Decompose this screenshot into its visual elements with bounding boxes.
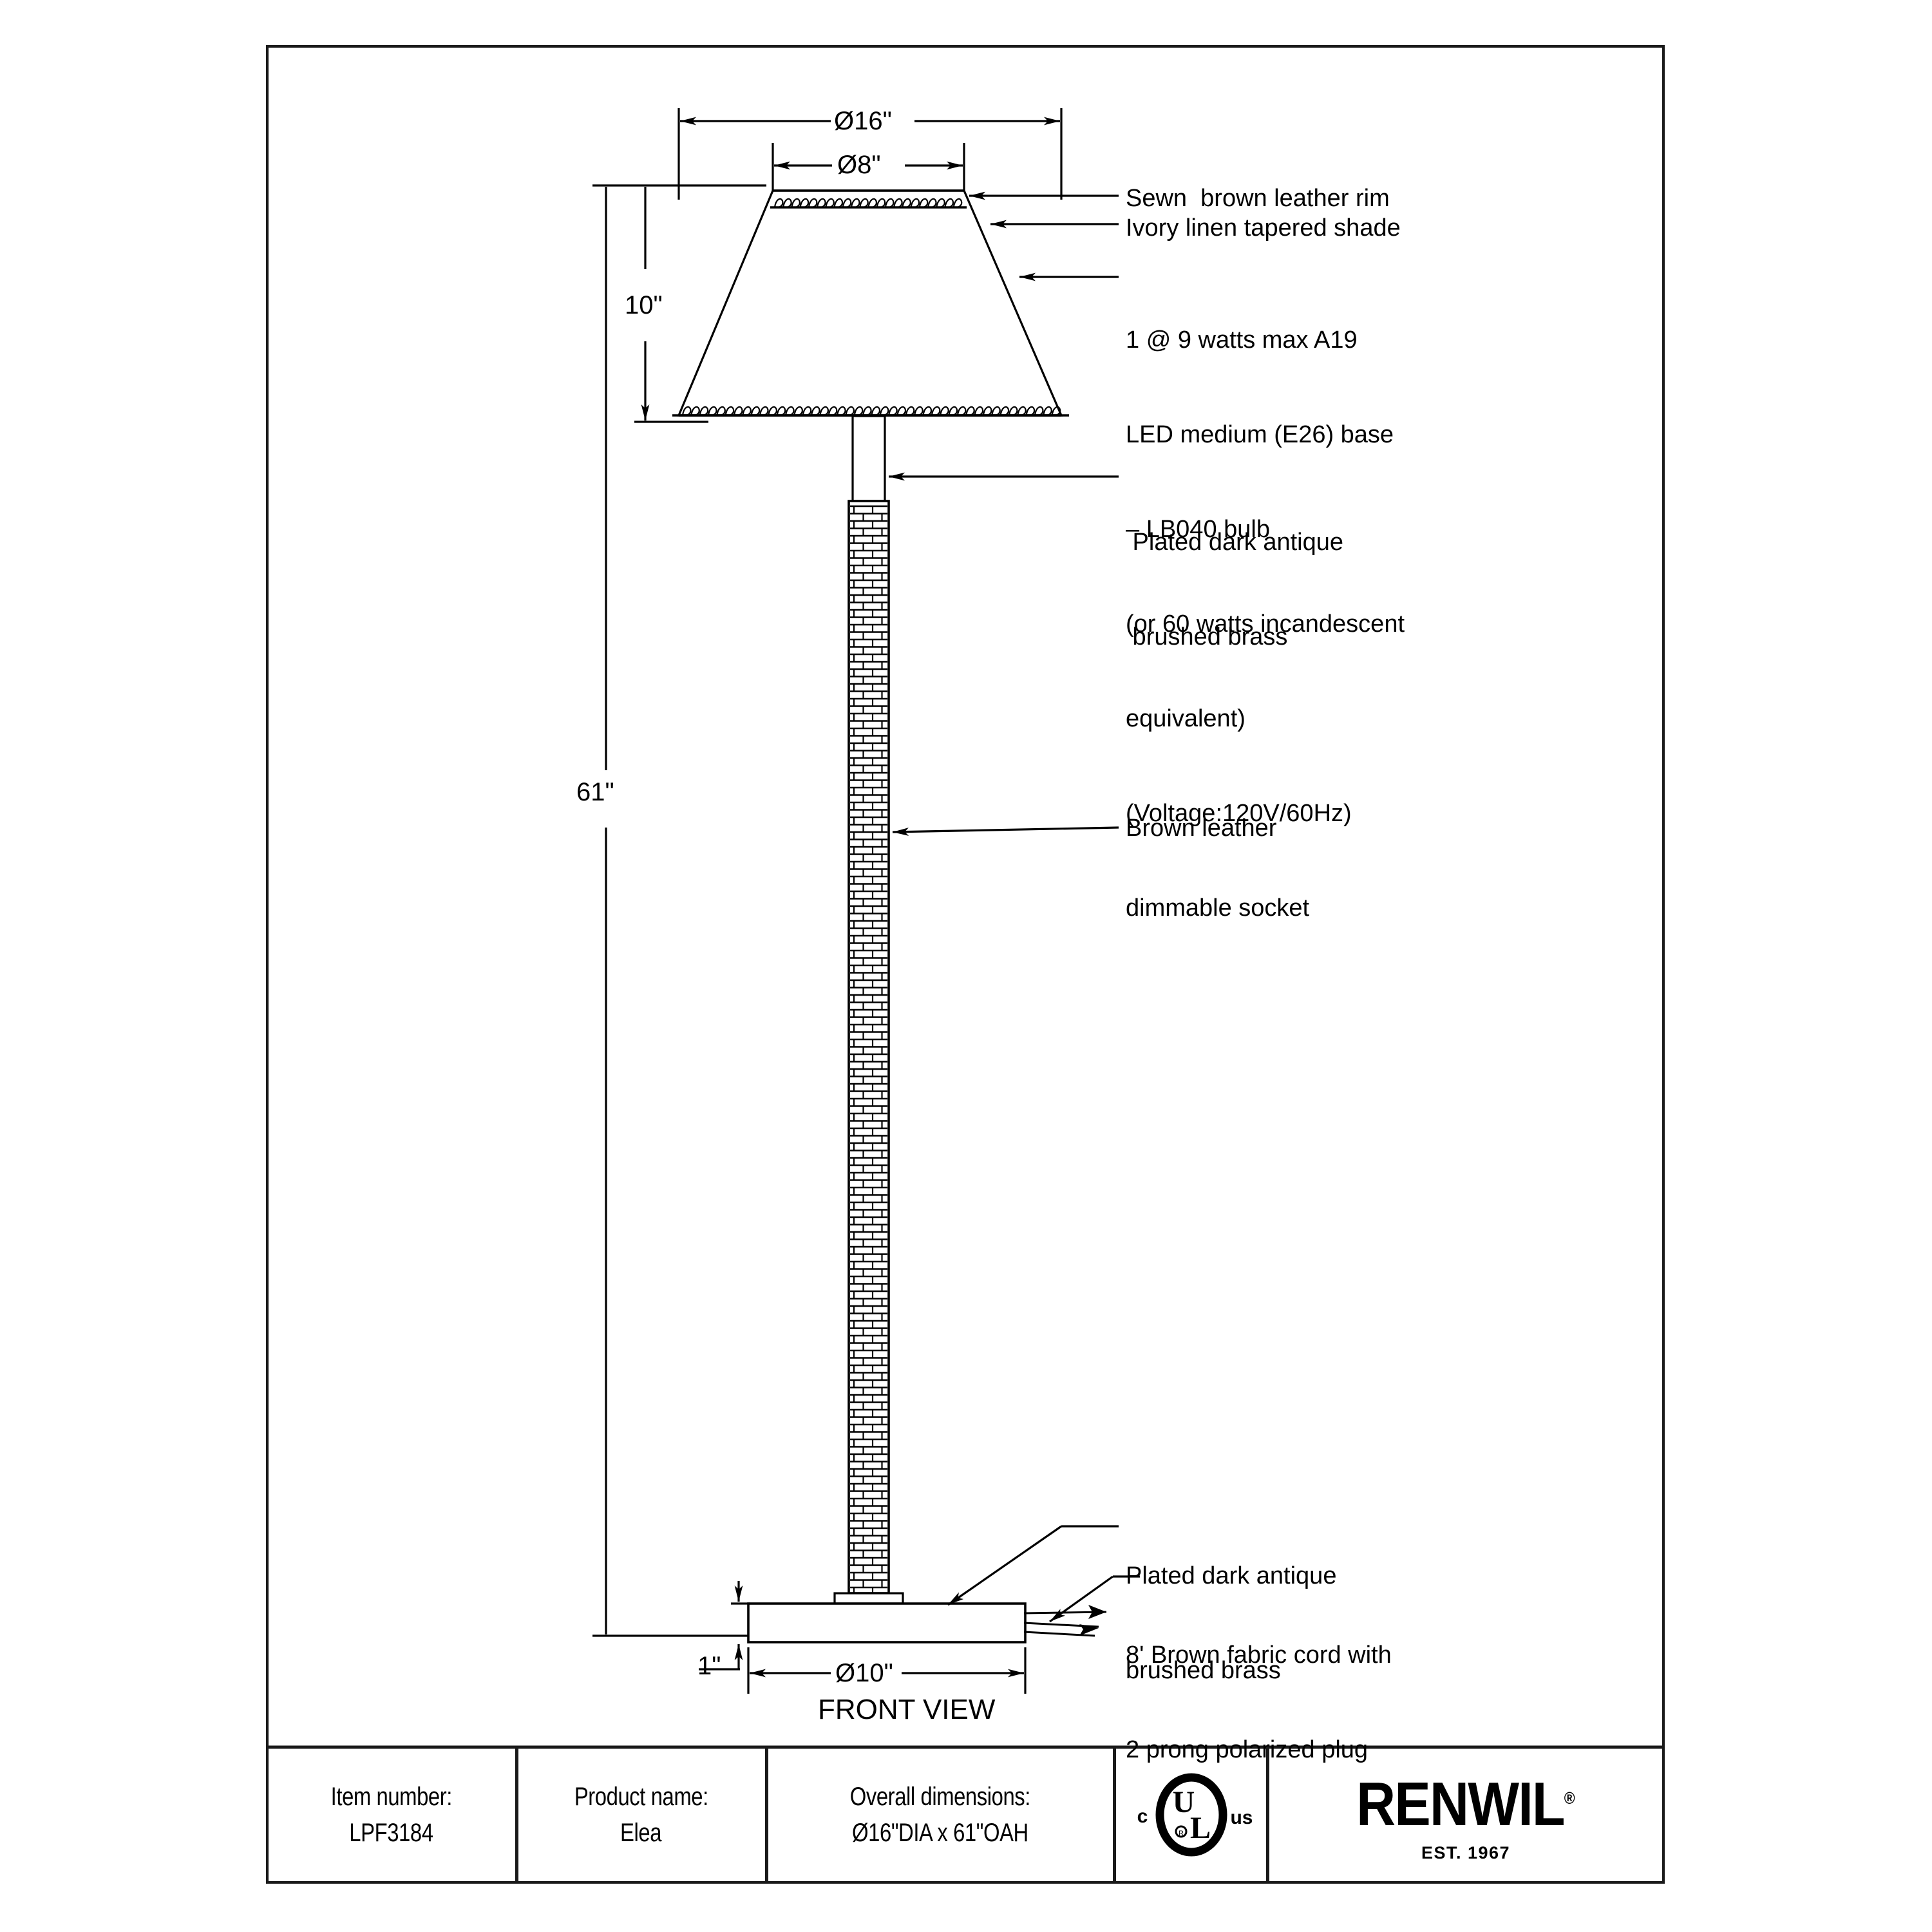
overall-dimensions-label: Overall dimensions: [849,1783,1030,1811]
dim-base-thickness: 1" [697,1652,721,1680]
sheet-frame [266,45,1665,1884]
titleblock-dividers [516,1747,1269,1882]
dimension-base-thickness [699,1581,750,1671]
ul-listed-icon [1136,1776,1245,1853]
leather-texture-hatch [850,505,887,1595]
dimension-shade-top-diameter [772,143,965,200]
dim-shade-height: 10" [625,291,663,319]
lamp-base [747,1602,1027,1643]
base-finish-line-2: brushed brass [1126,1657,1281,1684]
dim-shade-bottom-diameter: Ø16" [834,107,892,135]
socket-spec-line-1: 1 @ 9 watts max A19 [1126,327,1358,354]
dimension-shade-height [634,184,766,423]
cord-spec-line-2: 2 prong polarized plug [1126,1736,1368,1763]
base-finish-line-1: Plated dark antique [1126,1562,1337,1589]
brand-wordmark: RENWIL [1356,1769,1565,1839]
title-block: Item number: LPF3184 Product name: Elea … [267,1747,1663,1882]
power-cord [1023,1605,1107,1637]
item-number-label: Item number: [330,1783,452,1811]
callout-cord-spec: 8' Brown fabric cord with 2 prong polari… [1126,1577,1392,1829]
dim-shade-top-diameter: Ø8" [837,151,881,179]
svg-text:us: us [1230,1807,1253,1828]
socket-spec-line-2: LED medium (E26) base [1126,421,1394,448]
svg-text:U: U [1173,1785,1195,1819]
item-number-value: LPF3184 [349,1819,433,1847]
socket-spec-line-7: dimmable socket [1126,895,1310,922]
product-name-value: Elea [620,1819,662,1847]
renwil-logo: RENWIL® EST. 1967 [1341,1767,1590,1863]
socket-spec-line-4: (or 60 watts incandescent [1126,611,1405,638]
callout-neck-finish: Plated dark antique brushed brass [1126,464,1343,716]
dimension-shade-bottom-diameter [677,108,1063,200]
ul-certification-mark: c us U L R [1137,1773,1253,1857]
product-name-label: Product name: [574,1783,708,1811]
titleblock-product-name-cell: Product name: Elea [517,1747,767,1882]
titleblock-brand-cell: RENWIL® EST. 1967 [1268,1747,1663,1882]
neck-finish-line-1: Plated dark antique [1126,529,1344,556]
callout-stem-material: Brown leather [1126,815,1277,842]
callout-shade-material: Ivory linen tapered shade [1126,214,1401,242]
lamp-neck [851,415,886,502]
brand-name: RENWIL® [1356,1767,1575,1835]
registered-trademark-icon: ® [1564,1788,1575,1808]
cord-spec-line-1: 8' Brown fabric cord with [1126,1642,1392,1669]
svg-text:L: L [1190,1811,1211,1845]
dimension-overall-height [592,184,750,1637]
socket-spec-line-3: – LB040 bulb [1126,516,1270,543]
callout-base-finish: Plated dark antique brushed brass [1126,1497,1336,1750]
svg-text:c: c [1137,1806,1148,1827]
callout-socket-spec: 1 @ 9 watts max A19 LED medium (E26) bas… [1126,261,1405,987]
titleblock-item-number-cell: Item number: LPF3184 [267,1747,517,1882]
titleblock-overall-dimensions-cell: Overall dimensions: Ø16"DIA x 61"OAH [767,1747,1115,1882]
dimension-base-diameter [747,1647,1027,1694]
callout-sewn-rim: Sewn brown leather rim [1126,185,1390,212]
neck-finish-line-2: brushed brass [1126,623,1288,650]
dim-overall-height: 61" [576,778,614,806]
svg-text:R: R [1179,1830,1184,1837]
dim-base-diameter: Ø10" [835,1659,893,1687]
socket-spec-line-6: (Voltage:120V/60Hz) [1126,800,1352,827]
overall-dimensions-value: Ø16"DIA x 61"OAH [851,1819,1028,1847]
stem-collar [833,1592,904,1605]
view-label: FRONT VIEW [818,1694,996,1725]
lamp-stem [848,500,890,1595]
brand-established: EST. 1967 [1421,1842,1511,1862]
leader-lines [889,191,1140,1623]
socket-spec-line-5: equivalent) [1126,705,1245,732]
titleblock-certification-cell [1115,1747,1268,1882]
